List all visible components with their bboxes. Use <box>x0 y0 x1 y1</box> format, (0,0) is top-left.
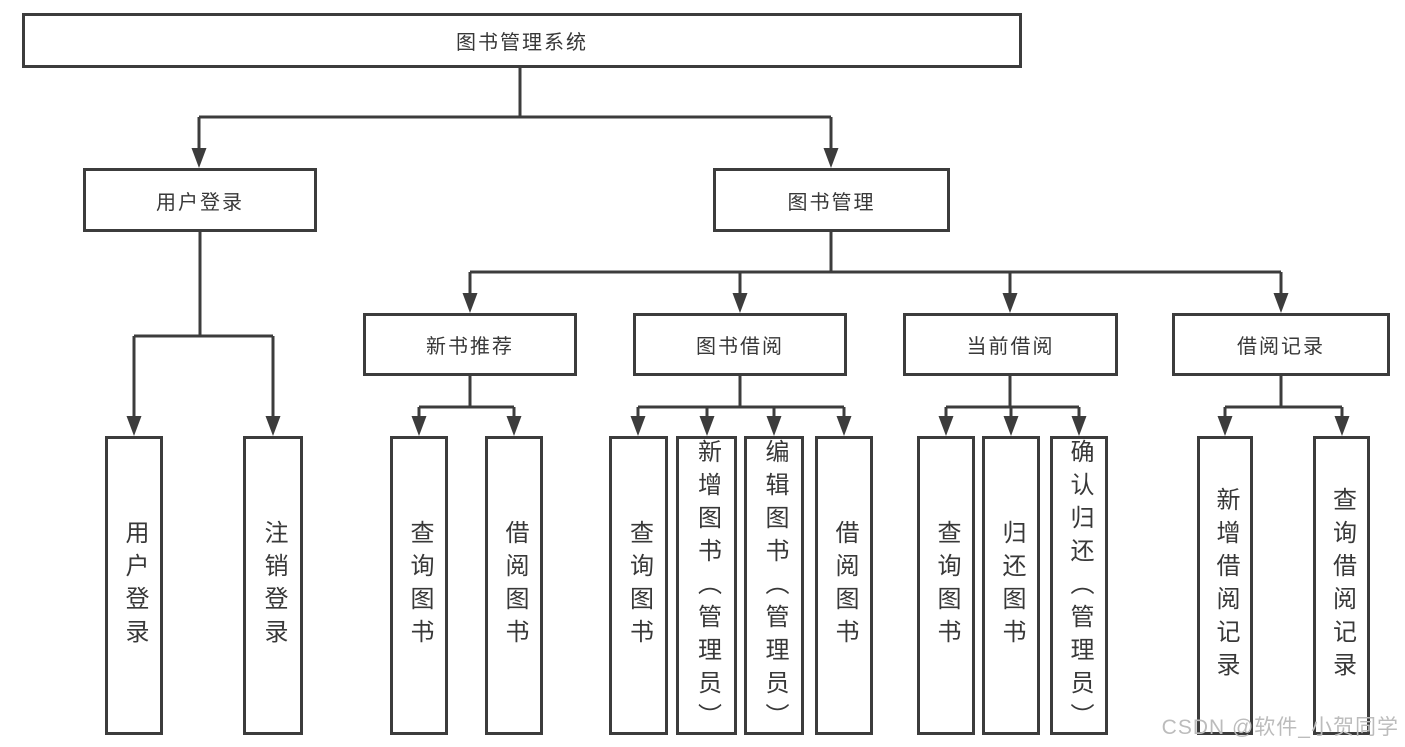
arrow-head <box>732 293 748 313</box>
node-cu_return: 归还图书 <box>982 436 1040 735</box>
arrow-head <box>836 416 852 436</box>
watermark: CSDN @软件_小贺同学 <box>1161 716 1399 739</box>
node-label: 借阅图书 <box>501 519 528 652</box>
node-bw_borrow: 借阅图书 <box>815 436 873 735</box>
arrow-head <box>506 416 522 436</box>
node-cu_query: 查询图书 <box>917 436 975 735</box>
node-rc_query: 查询借阅记录 <box>1313 436 1370 735</box>
node-label: 归还图书 <box>998 519 1025 652</box>
arrow-head <box>699 416 715 436</box>
connector <box>197 68 833 154</box>
arrow-head <box>938 416 954 436</box>
node-label: 注销登录 <box>260 519 287 652</box>
node-label: 新书推荐 <box>426 336 514 358</box>
arrow-head <box>823 148 839 168</box>
node-label: 查询借阅记录 <box>1328 486 1356 685</box>
node-mgmt: 图书管理 <box>713 168 950 232</box>
connector <box>417 376 516 422</box>
node-label: 借阅记录 <box>1237 336 1325 358</box>
arrow-head <box>1071 416 1087 436</box>
node-label: 查询图书 <box>933 519 960 652</box>
node-label: 借阅图书 <box>831 519 858 652</box>
node-label: 编辑图书（管理员） <box>761 439 788 736</box>
node-borrow: 图书借阅 <box>633 313 847 376</box>
node-current: 当前借阅 <box>903 313 1118 376</box>
node-rc_add: 新增借阅记录 <box>1197 436 1253 735</box>
arrow-head <box>1003 416 1019 436</box>
node-label: 用户登录 <box>156 191 244 214</box>
arrow-head <box>766 416 782 436</box>
node-cu_confirm: 确认归还（管理员） <box>1050 436 1108 736</box>
node-label: 查询图书 <box>406 519 433 652</box>
node-label: 图书管理 <box>787 191 876 214</box>
arrow-head <box>630 416 646 436</box>
node-login: 用户登录 <box>83 168 317 232</box>
arrow-head <box>1217 416 1233 436</box>
connector <box>1223 376 1344 422</box>
node-label: 用户登录 <box>121 519 148 652</box>
node-records: 借阅记录 <box>1172 313 1390 376</box>
connector <box>636 376 846 422</box>
node-logout: 注销登录 <box>243 436 303 735</box>
node-label: 新增图书（管理员） <box>693 439 721 736</box>
node-nb_borrow: 借阅图书 <box>485 436 543 735</box>
arrow-head <box>265 416 281 436</box>
connector <box>132 232 275 422</box>
node-nb_query: 查询图书 <box>390 436 448 735</box>
node-root: 图书管理系统 <box>22 13 1022 68</box>
arrow-head <box>191 148 207 168</box>
node-label: 确认归还（管理员） <box>1066 439 1093 736</box>
arrow-head <box>462 293 478 313</box>
node-userlogin: 用户登录 <box>105 436 163 735</box>
node-bw_query: 查询图书 <box>609 436 668 735</box>
node-label: 图书借阅 <box>696 336 784 358</box>
node-label: 查询图书 <box>625 519 653 652</box>
arrow-head <box>411 416 427 436</box>
node-label: 当前借阅 <box>966 336 1055 358</box>
node-bw_edit: 编辑图书（管理员） <box>744 436 804 736</box>
node-label: 新增借阅记录 <box>1212 486 1239 685</box>
arrow-head <box>126 416 142 436</box>
connector <box>468 232 1283 299</box>
node-bw_add: 新增图书（管理员） <box>676 436 737 736</box>
arrow-head <box>1273 293 1289 313</box>
connector <box>944 376 1081 422</box>
arrow-head <box>1334 416 1350 436</box>
arrow-head <box>1002 293 1018 313</box>
node-newbook: 新书推荐 <box>363 313 577 376</box>
node-label: 图书管理系统 <box>456 32 588 54</box>
